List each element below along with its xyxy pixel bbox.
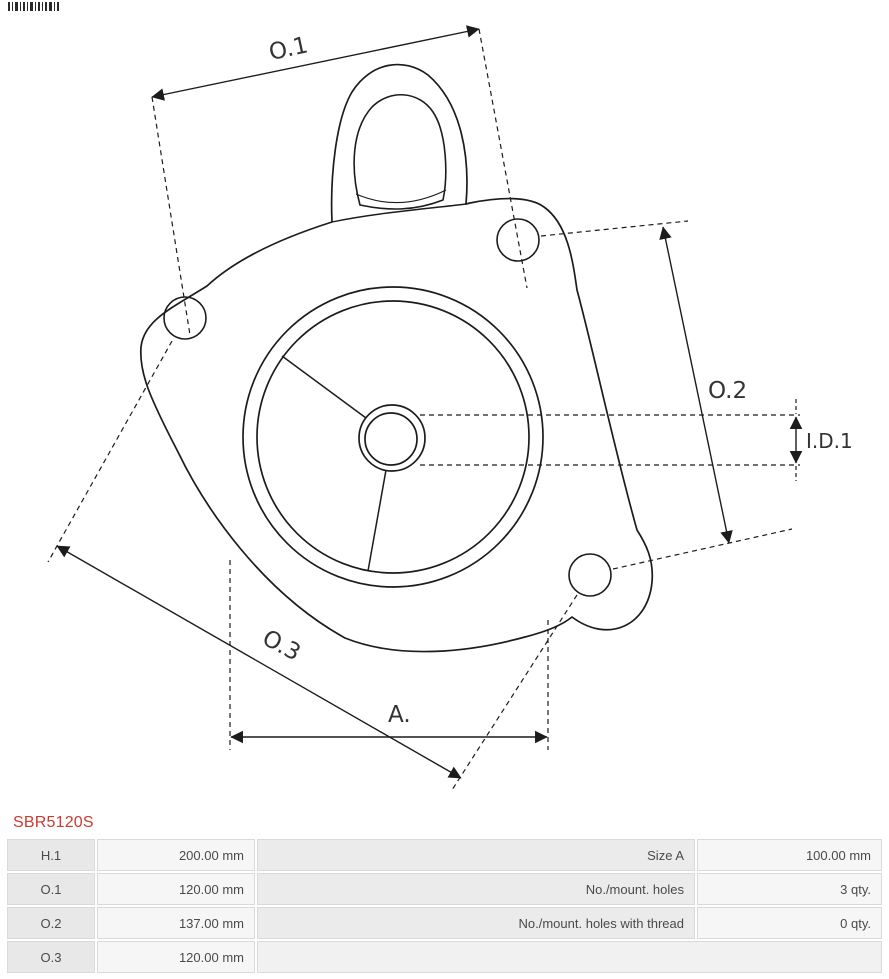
dim-label-o1: O.1 (267, 32, 311, 66)
spec-attr-value: 3 qty. (697, 873, 882, 905)
dim-label-o3: O.3 (258, 625, 305, 666)
part-number: SBR5120S (13, 814, 94, 831)
dimension-a: A. (229, 560, 549, 750)
mounting-hole-top (496, 218, 540, 262)
barcode-mark (8, 2, 59, 11)
spec-attr-value: 0 qty. (697, 907, 882, 939)
spec-dim-label: H.1 (7, 839, 95, 871)
dimension-o1: O.1 (151, 25, 528, 336)
spec-attr-label: No./mount. holes with thread (257, 907, 695, 939)
spec-attr-value: 100.00 mm (697, 839, 882, 871)
mounting-hole-left (163, 296, 207, 340)
spec-dim-label: O.3 (7, 941, 95, 973)
technical-drawing: O.1 O.2 I.D.1 (8, 2, 853, 791)
dimension-o3: O.3 (47, 340, 578, 791)
dimension-id1: I.D.1 (420, 399, 853, 481)
spec-attr-label: No./mount. holes (257, 873, 695, 905)
spec-dim-label: O.1 (7, 873, 95, 905)
spec-dim-value: 200.00 mm (97, 839, 255, 871)
starter-cover-drawing: O.1 O.2 I.D.1 (8, 2, 853, 791)
spec-dim-label: O.2 (7, 907, 95, 939)
plate-outline (139, 63, 654, 653)
spec-table: H.1 200.00 mm Size A 100.00 mm O.1 120.0… (7, 839, 882, 973)
dim-label-o2: O.2 (708, 378, 747, 404)
center-hub (358, 404, 426, 472)
dim-label-a: A. (388, 702, 411, 728)
spec-dim-value: 120.00 mm (97, 873, 255, 905)
spec-dim-value: 137.00 mm (97, 907, 255, 939)
main-bore (242, 286, 544, 588)
dim-label-id1: I.D.1 (806, 429, 853, 453)
spec-attr-label: Size A (257, 839, 695, 871)
dimension-o2: O.2 (540, 220, 793, 570)
mounting-holes (163, 218, 612, 597)
mounting-hole-bottom-right (568, 553, 612, 597)
spec-empty-cell (257, 941, 882, 973)
spec-dim-value: 120.00 mm (97, 941, 255, 973)
spec-section: SBR5120S H.1 200.00 mm Size A 100.00 mm … (0, 808, 889, 973)
